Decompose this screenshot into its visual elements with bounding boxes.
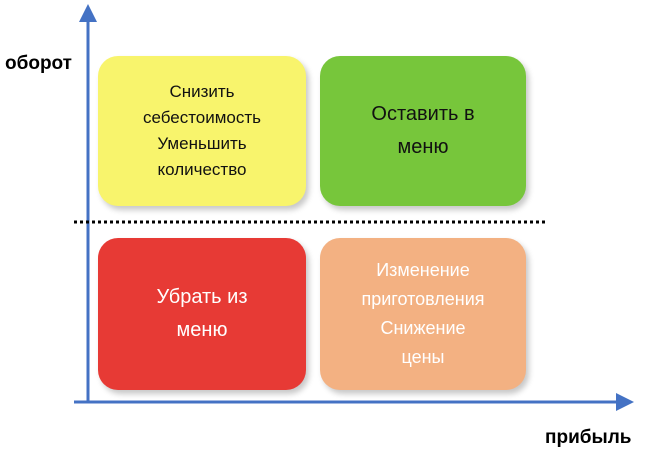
quadrant-text-line: себестоимость bbox=[142, 108, 262, 127]
quadrant-text-line: цены bbox=[401, 347, 445, 367]
quadrant-bottom-right: Изменение приготовления Снижение цены bbox=[320, 238, 526, 390]
quadrant-text-line: Изменение bbox=[376, 260, 470, 280]
quadrant-top-right: Оставить в меню bbox=[320, 56, 526, 206]
y-axis-arrowhead bbox=[79, 4, 97, 22]
y-axis-label: оборот bbox=[5, 53, 72, 74]
quadrant-text-line: Снижение bbox=[380, 318, 466, 338]
quadrant-text-line: приготовления bbox=[361, 289, 485, 309]
x-axis-label: прибыль bbox=[545, 427, 632, 448]
quadrant-text-line: Оставить в bbox=[371, 103, 475, 125]
x-axis-arrowhead bbox=[616, 393, 634, 411]
quadrant-top-left: Снизить себестоимость Уменьшить количест… bbox=[98, 56, 306, 206]
quadrant-text-line: Убрать из bbox=[156, 286, 248, 308]
quadrant-text-line: Снизить bbox=[169, 82, 235, 101]
quadrant-text-line: меню bbox=[176, 319, 228, 341]
quadrant-bottom-left: Убрать из меню bbox=[98, 238, 306, 390]
quadrant-text-line: меню bbox=[397, 136, 449, 158]
quadrant-text-line: количество bbox=[157, 160, 247, 179]
quadrant-text-line: Уменьшить bbox=[157, 134, 247, 153]
